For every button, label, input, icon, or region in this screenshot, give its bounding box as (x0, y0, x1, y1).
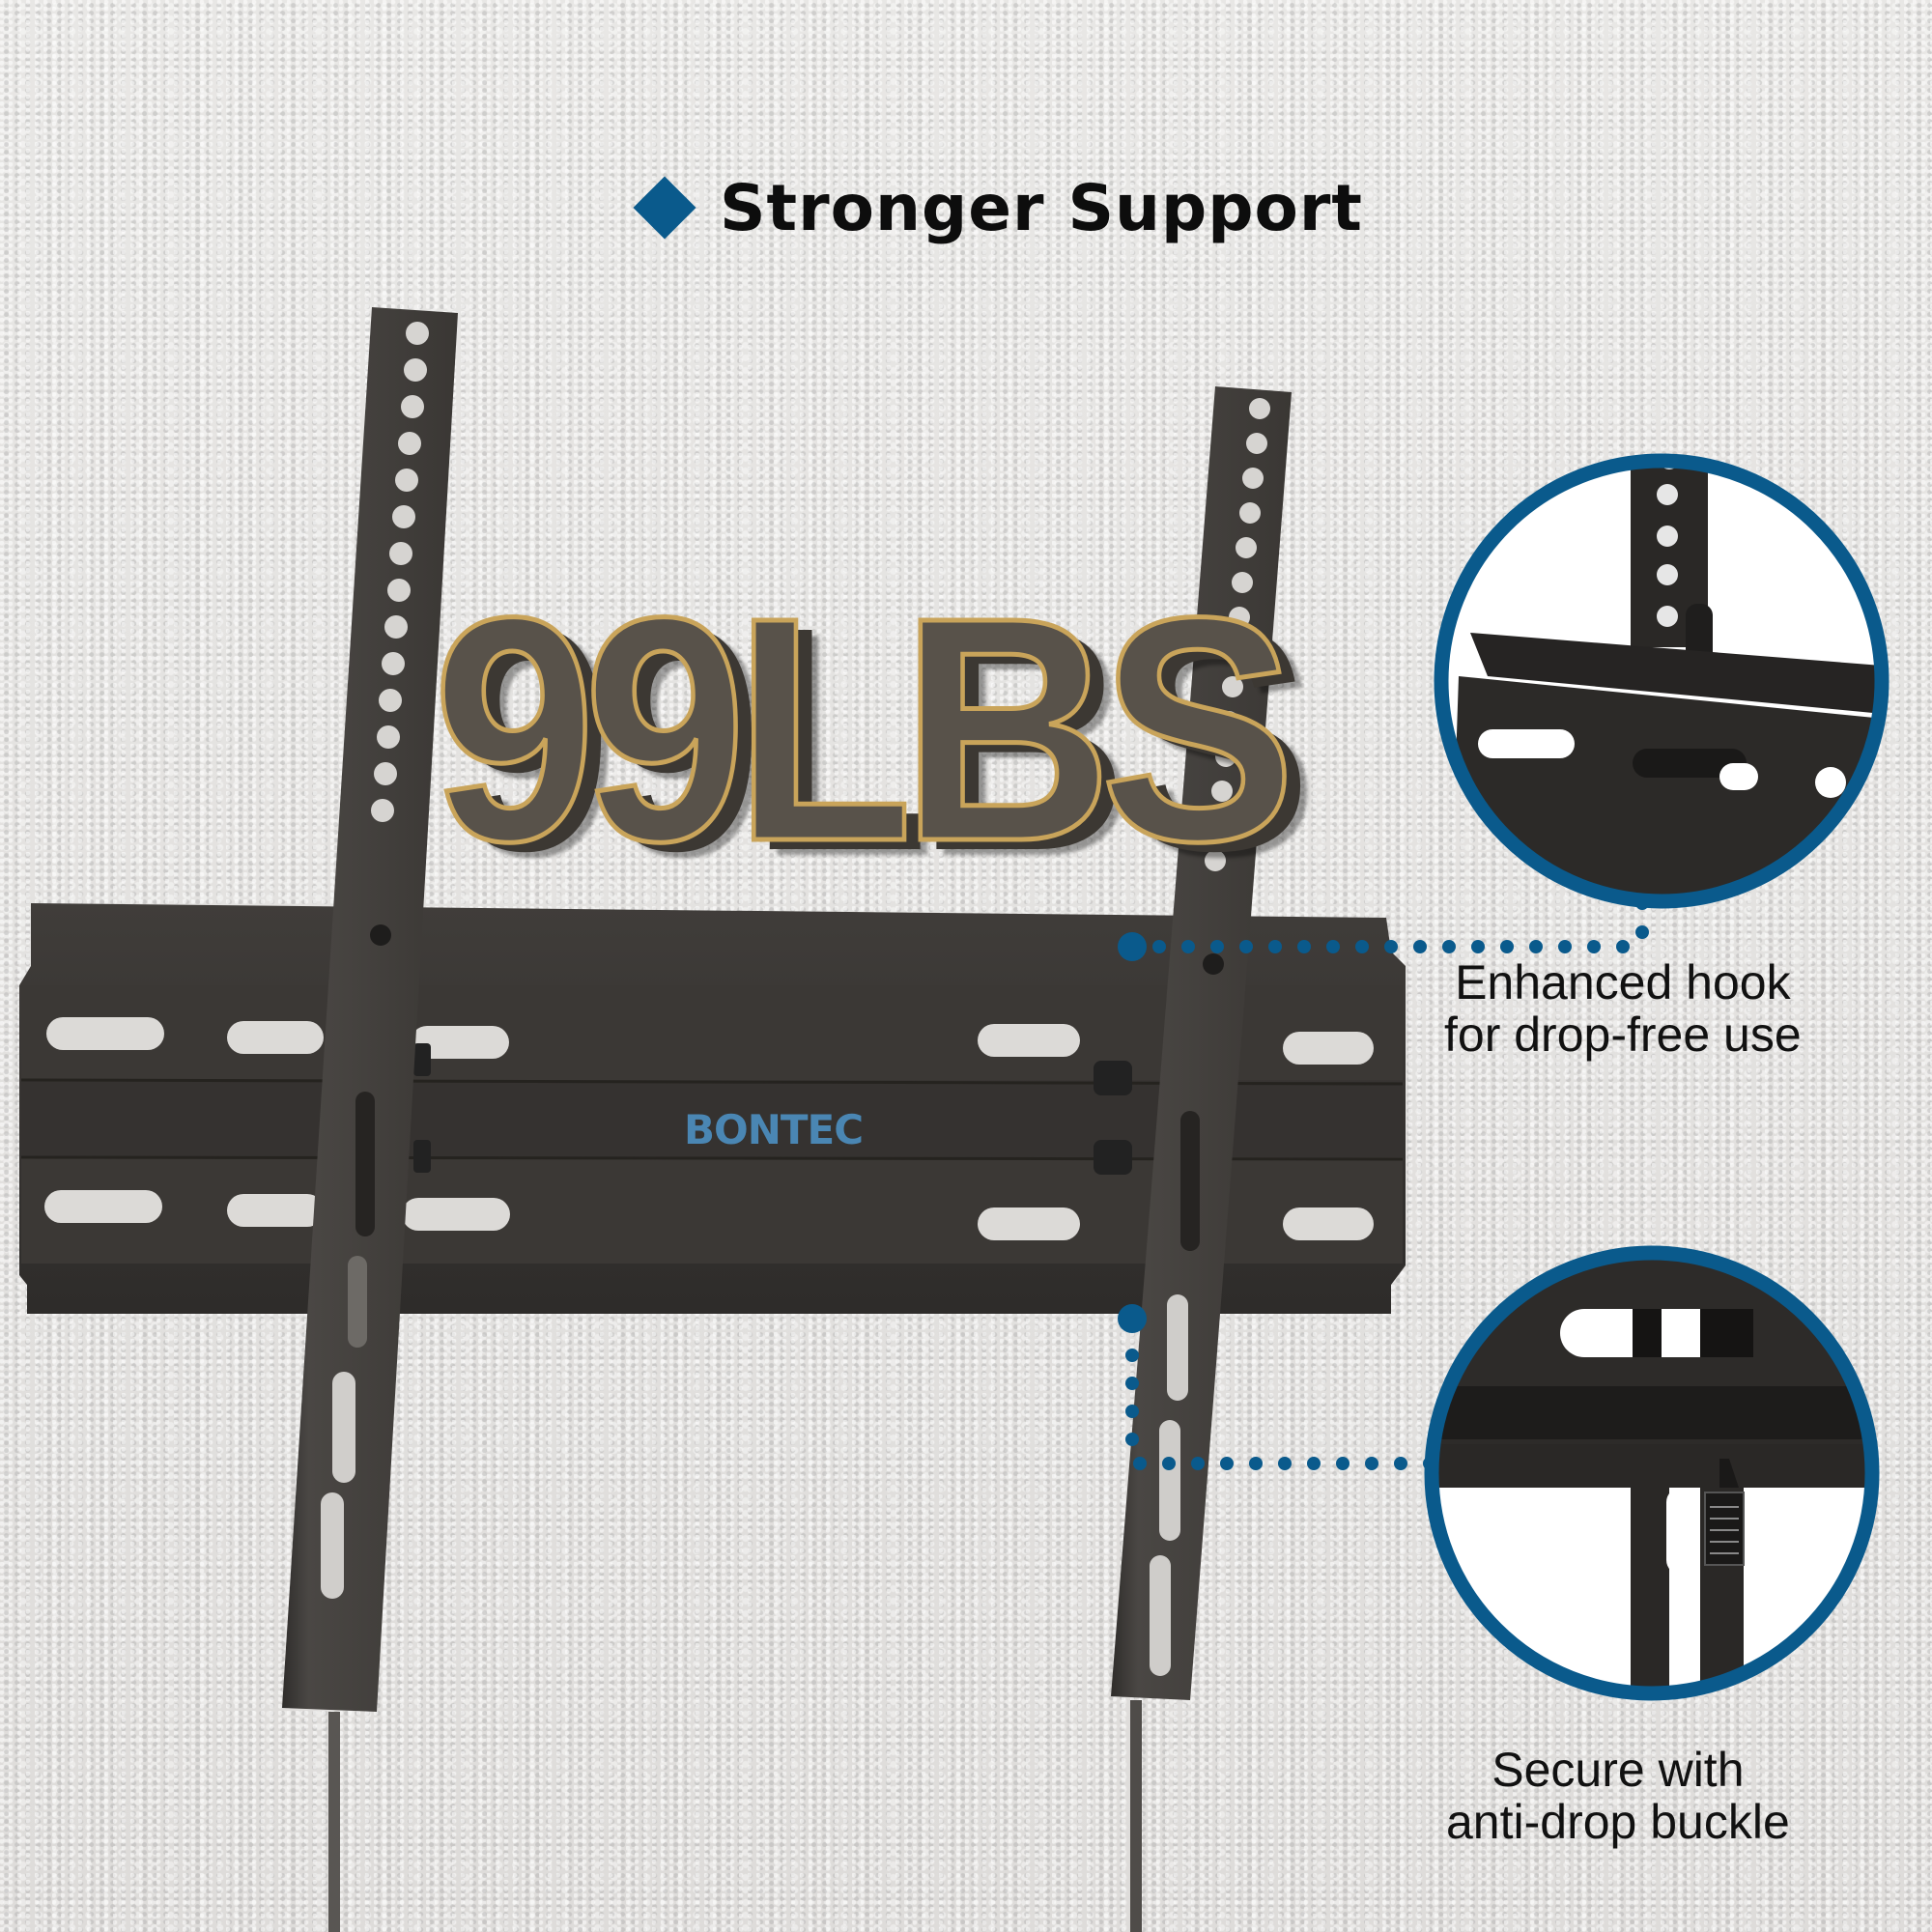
brand-logo: BONTEC (684, 1106, 864, 1153)
right-mounting-arm (1111, 386, 1292, 1932)
page-title: Stronger Support (633, 169, 1363, 246)
buckle-callout-line-2: anti-drop buckle (1446, 1795, 1790, 1849)
hook-callout-line-2: for drop-free use (1444, 1008, 1802, 1062)
hook-detail-inset (1434, 453, 1889, 909)
title-text: Stronger Support (720, 170, 1363, 245)
buckle-callout-line-1: Secure with (1492, 1743, 1745, 1797)
hook-callout-line-1: Enhanced hook (1455, 955, 1791, 1009)
hook-callout: Enhanced hook for drop-free use (1444, 956, 1802, 1061)
left-mounting-arm (282, 307, 458, 1932)
weight-capacity-3d-text: 99LBS (431, 551, 1298, 907)
buckle-callout: Secure with anti-drop buckle (1446, 1744, 1790, 1848)
buckle-detail-inset (1424, 1245, 1880, 1701)
